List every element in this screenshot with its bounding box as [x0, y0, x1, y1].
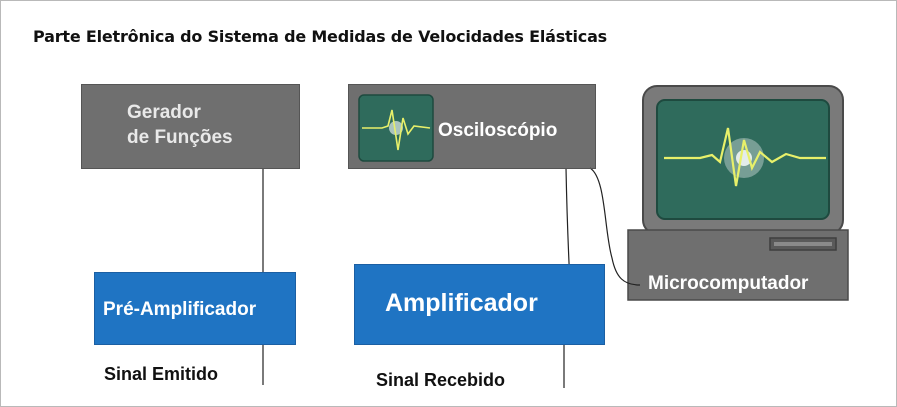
- sinal-emitido-label: Sinal Emitido: [104, 364, 219, 384]
- oscilloscope-screen: [358, 94, 434, 162]
- monitor: [642, 85, 844, 235]
- gerador-label-line1: Gerador: [127, 102, 201, 123]
- pre-amplificador-box: Pré-Amplificador: [94, 272, 296, 345]
- microcomputador-label: Microcomputador: [648, 273, 809, 294]
- gerador-label-line2: de Funções: [127, 127, 233, 148]
- computer-base: [627, 229, 849, 301]
- osciloscopio-label: Osciloscópio: [438, 120, 558, 141]
- amplificador-label: Amplificador: [385, 289, 538, 317]
- amplificador-box: Amplificador: [354, 264, 605, 345]
- pre-amplificador-label: Pré-Amplificador: [103, 299, 257, 320]
- osciloscopio-box: [348, 84, 596, 169]
- gerador-de-funcoes-box: Gerador de Funções: [81, 84, 300, 169]
- monitor-waveform: [664, 127, 826, 187]
- diagram-title: Parte Eletrônica do Sistema de Medidas d…: [33, 27, 607, 46]
- sinal-recebido-label: Sinal Recebido: [376, 370, 506, 390]
- wire-osc-computer: [589, 167, 641, 286]
